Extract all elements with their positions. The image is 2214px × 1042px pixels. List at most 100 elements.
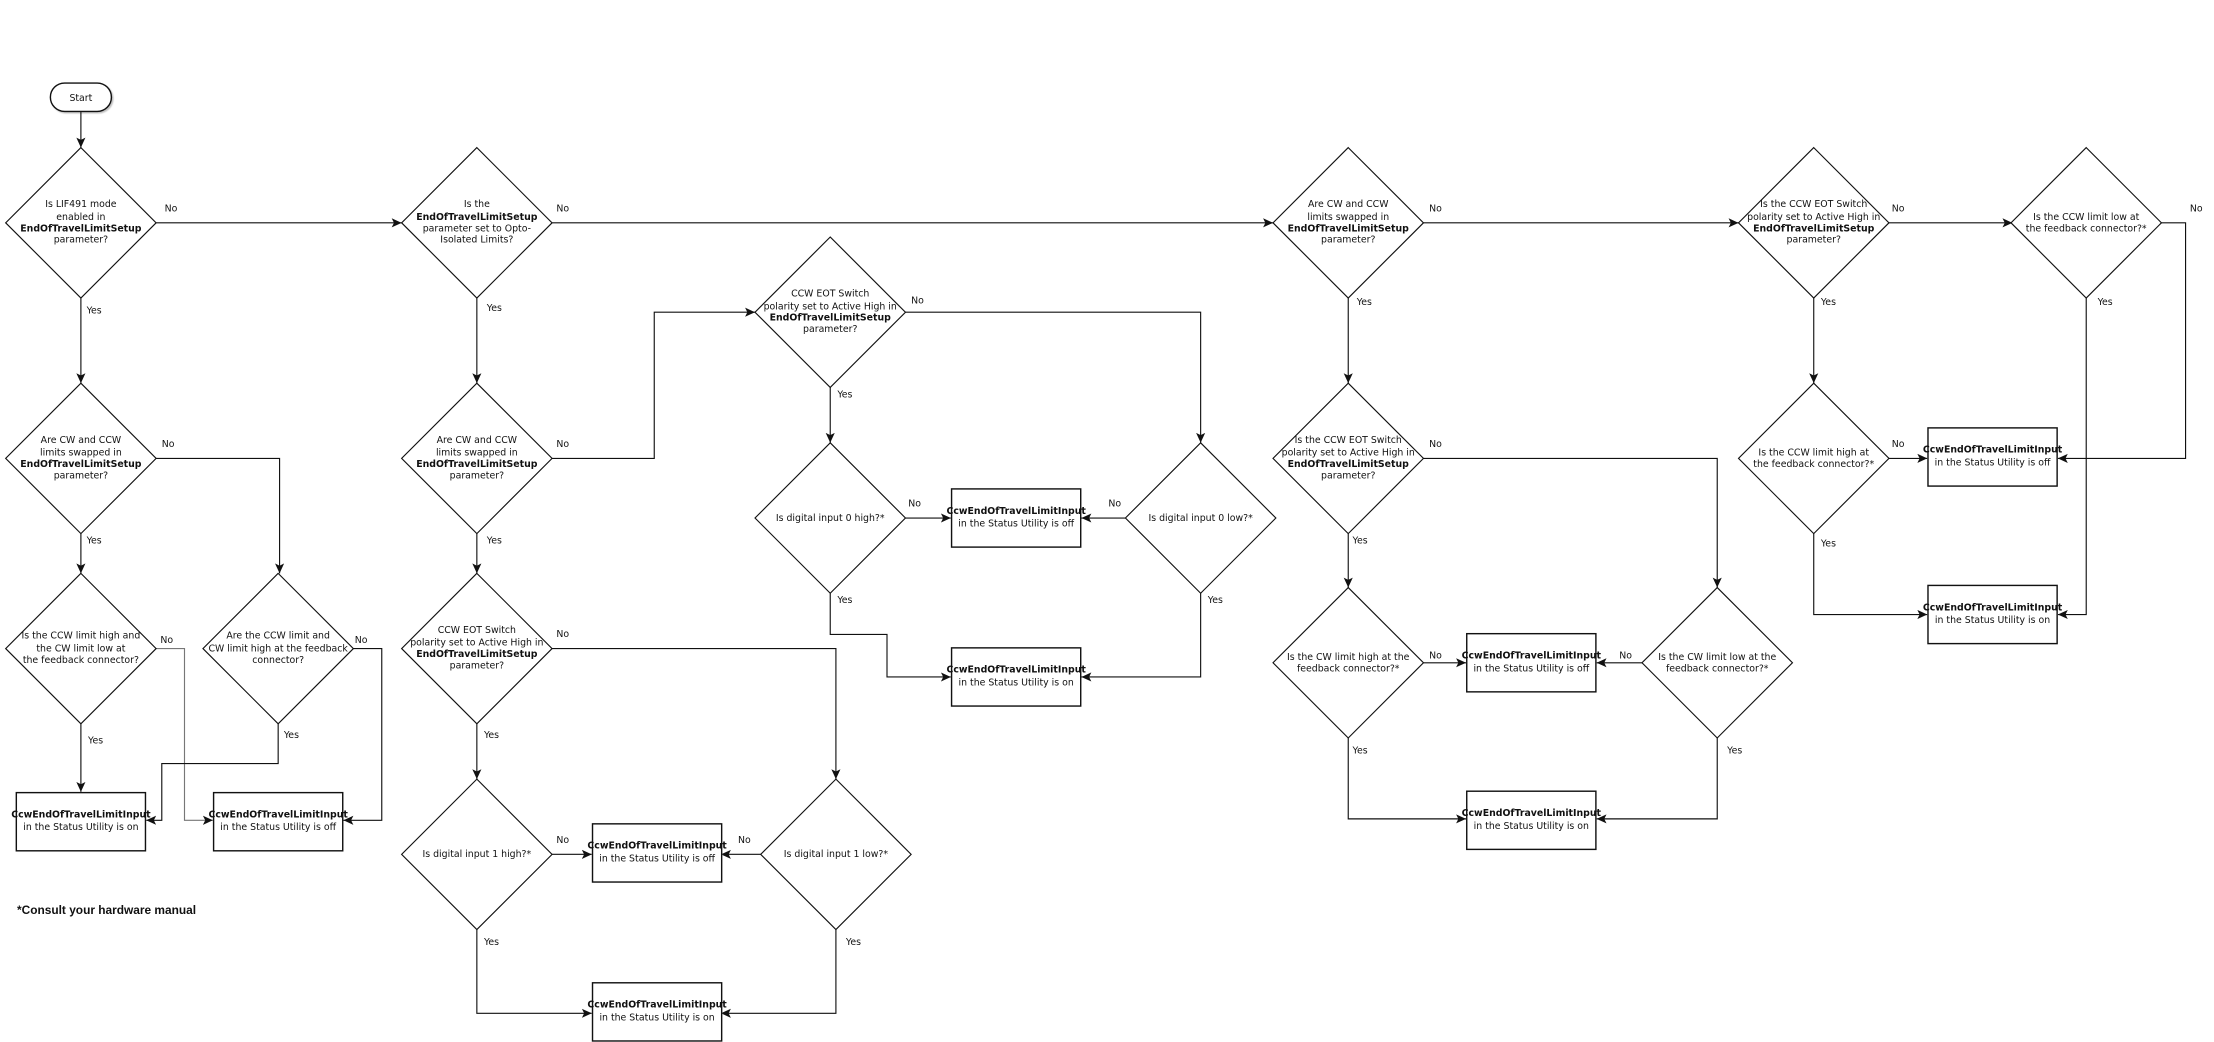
decision-text: Is digital input 1 high?* xyxy=(402,779,552,929)
decision-text-line: Are CW and CCW xyxy=(1308,198,1389,211)
edge-label: Yes xyxy=(1820,537,1836,550)
decision-text-line: feedback connector?* xyxy=(1665,662,1769,675)
decision-text-line: Is the xyxy=(463,198,490,211)
decision-text-line: limits swapped in xyxy=(435,446,518,458)
result-parameter: CcwEndOfTravelLimitInput xyxy=(1922,444,2063,457)
result-parameter: CcwEndOfTravelLimitInput xyxy=(11,809,151,821)
edge-label: No xyxy=(1891,202,1905,215)
edge-label: No xyxy=(354,634,368,646)
decision-text-line: Is LIF491 mode xyxy=(45,198,117,211)
decision-text-line: Are CW and CCW xyxy=(436,434,518,446)
decision-text-line: EndOfTravelLimitSetup xyxy=(1753,222,1875,235)
decision-text-line: Is the CCW limit high at xyxy=(1758,446,1870,458)
connector-arrow xyxy=(552,648,841,780)
decision-text-line: parameter? xyxy=(1786,234,1841,247)
decision-text-line: limits swapped in xyxy=(1307,210,1390,223)
decision-text-line: Is the CCW limit low at xyxy=(2033,210,2140,223)
edge-label: No xyxy=(908,498,922,510)
decision-text-line: Is the CW limit high at the xyxy=(1287,650,1410,663)
decision-text-line: polarity set to Active High in xyxy=(1747,210,1881,223)
decision-text-line: polarity set to Active High in xyxy=(1281,446,1415,458)
decision-diamond xyxy=(4,382,157,535)
decision-text-line: EndOfTravelLimitSetup xyxy=(20,222,142,235)
connector-arrow xyxy=(156,648,213,825)
decision-text-line: parameter? xyxy=(53,234,109,247)
edge-label: No xyxy=(160,634,174,646)
edge-label: Yes xyxy=(483,729,500,741)
edge-label: Yes xyxy=(486,302,502,314)
decision-diamond xyxy=(1737,146,1890,299)
decision-diamond xyxy=(4,146,157,299)
decision-text-line: EndOfTravelLimitSetup xyxy=(769,312,891,324)
decision-text-line: EndOfTravelLimitSetup xyxy=(1287,222,1409,235)
edge-label: Yes xyxy=(1356,296,1372,308)
edge-label: Yes xyxy=(283,729,299,741)
decision-text-line: Is digital input 1 high?* xyxy=(422,848,532,860)
connector-arrow xyxy=(720,929,837,1018)
connector-arrow xyxy=(552,307,756,459)
decision-text-line: Is digital input 1 low?* xyxy=(783,848,889,860)
footnote: *Consult your hardware manual xyxy=(17,902,197,917)
decision-text-line: Is the CCW EOT Switch xyxy=(1294,434,1402,446)
decision-text-line: Is digital input 0 low?* xyxy=(1148,512,1253,524)
connector-arrow xyxy=(156,457,285,574)
edge-label: No xyxy=(737,834,751,846)
connector-arrow xyxy=(146,723,279,825)
result-parameter: CcwEndOfTravelLimitInput xyxy=(587,999,727,1012)
result-parameter: CcwEndOfTravelLimitInput xyxy=(1461,650,1602,662)
decision-diamond xyxy=(759,778,912,931)
edge-label: No xyxy=(2189,202,2203,215)
edge-label: Yes xyxy=(86,305,102,317)
decision-diamond xyxy=(754,441,907,595)
edge-label: No xyxy=(1108,498,1122,510)
result-parameter: CcwEndOfTravelLimitInput xyxy=(1461,808,1602,820)
edge-label: No xyxy=(911,295,924,307)
decision-text-line: EndOfTravelLimitSetup xyxy=(1287,458,1409,470)
decision-text-line: EndOfTravelLimitSetup xyxy=(416,648,538,660)
edge-label: No xyxy=(556,202,570,215)
result-state: in the Status Utility is off xyxy=(220,821,337,834)
decision-text-line: parameter? xyxy=(1321,234,1376,247)
edge-label: No xyxy=(556,628,570,641)
decision-text-line: Is the CCW limit high and xyxy=(21,630,141,643)
decision-text-line: CCW EOT Switch xyxy=(437,624,516,637)
edge-label: Yes xyxy=(837,388,853,401)
start-terminator: Start xyxy=(49,82,113,113)
edge-label: No xyxy=(556,834,570,846)
edge-label: Yes xyxy=(1207,594,1223,606)
decision-text-line: EndOfTravelLimitSetup xyxy=(416,458,538,470)
connector-arrow xyxy=(2057,298,2087,620)
decision-text-line: the feedback connector? xyxy=(22,654,139,666)
result-parameter: CcwEndOfTravelLimitInput xyxy=(1922,602,2063,614)
result-state: in the Status Utility is off xyxy=(958,518,1075,530)
edge-label: No xyxy=(1891,438,1905,450)
decision-text-line: parameter? xyxy=(1321,470,1376,482)
decision-text-line: the feedback connector?* xyxy=(1753,458,1875,470)
decision-text-line: polarity set to Active High in xyxy=(410,636,544,648)
connector-arrow xyxy=(829,593,951,682)
result-state: in the Status Utility is on xyxy=(1473,820,1589,832)
decision-diamond xyxy=(400,146,553,299)
decision-text-line: EndOfTravelLimitSetup xyxy=(20,458,142,470)
decision-diamond xyxy=(400,778,553,931)
result-state: in the Status Utility is on xyxy=(1934,614,2051,626)
result-state: in the Status Utility is on xyxy=(958,676,1074,689)
edge-label: No xyxy=(164,202,178,215)
edge-label: Yes xyxy=(1352,535,1368,547)
edge-label: Yes xyxy=(86,535,102,547)
decision-text-line: parameter? xyxy=(449,470,505,482)
connector-arrow xyxy=(343,648,383,825)
decision-text-line: parameter? xyxy=(803,324,858,336)
